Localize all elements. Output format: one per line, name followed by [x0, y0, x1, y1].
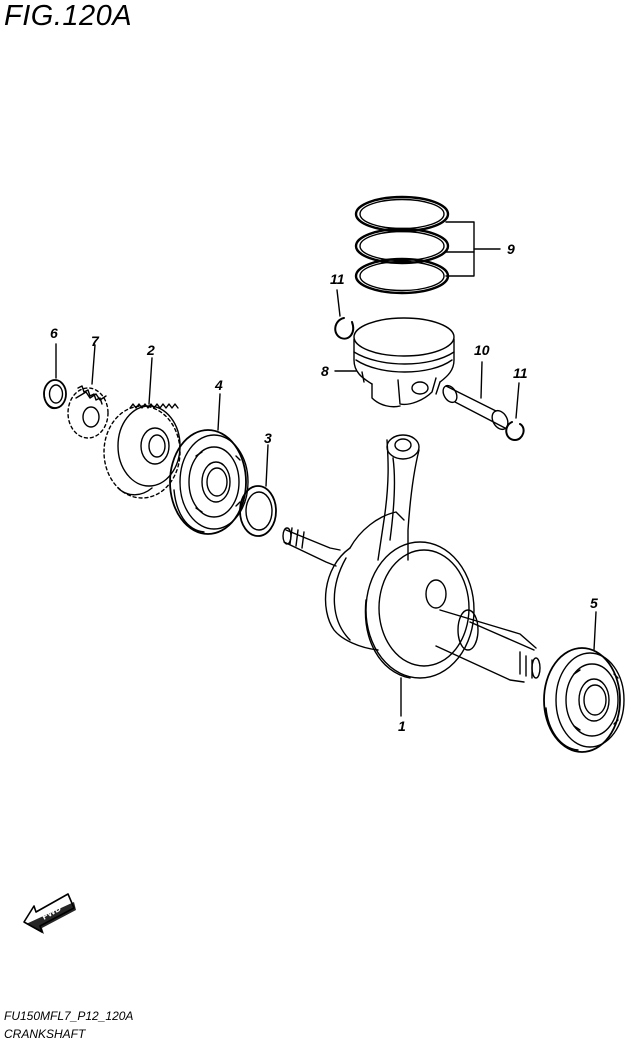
figure-title: FIG.120A	[4, 0, 133, 32]
bearing-left	[169, 393, 249, 535]
callout-2: 2	[146, 342, 155, 358]
callout-4: 4	[214, 377, 223, 393]
callout-5: 5	[590, 595, 598, 611]
callout-9: 9	[507, 241, 515, 257]
bearing-right	[543, 611, 625, 753]
crankshaft	[282, 434, 541, 717]
sprocket-small	[67, 344, 109, 439]
circlip-right	[505, 382, 525, 441]
callout-7: 7	[91, 333, 100, 349]
thrust-washer	[239, 444, 277, 537]
diagram-code: FU150MFL7_P12_120A	[4, 1009, 134, 1023]
circlip-left	[334, 289, 355, 340]
piston-rings	[354, 195, 450, 295]
callout-9-leader	[445, 221, 501, 277]
callout-3: 3	[264, 430, 272, 446]
piston-pin	[442, 361, 509, 431]
crank-gear	[103, 357, 181, 499]
callout-1: 1	[398, 718, 406, 734]
callout-6: 6	[50, 325, 58, 341]
callout-11-right: 11	[513, 365, 528, 381]
callout-11-left: 11	[330, 271, 345, 287]
diagram-name: CRANKSHAFT	[4, 1027, 86, 1041]
callout-8: 8	[321, 363, 329, 379]
oil-seal	[43, 343, 67, 410]
fwd-arrow-icon	[23, 893, 76, 934]
piston	[334, 317, 455, 408]
callout-10: 10	[474, 342, 490, 358]
